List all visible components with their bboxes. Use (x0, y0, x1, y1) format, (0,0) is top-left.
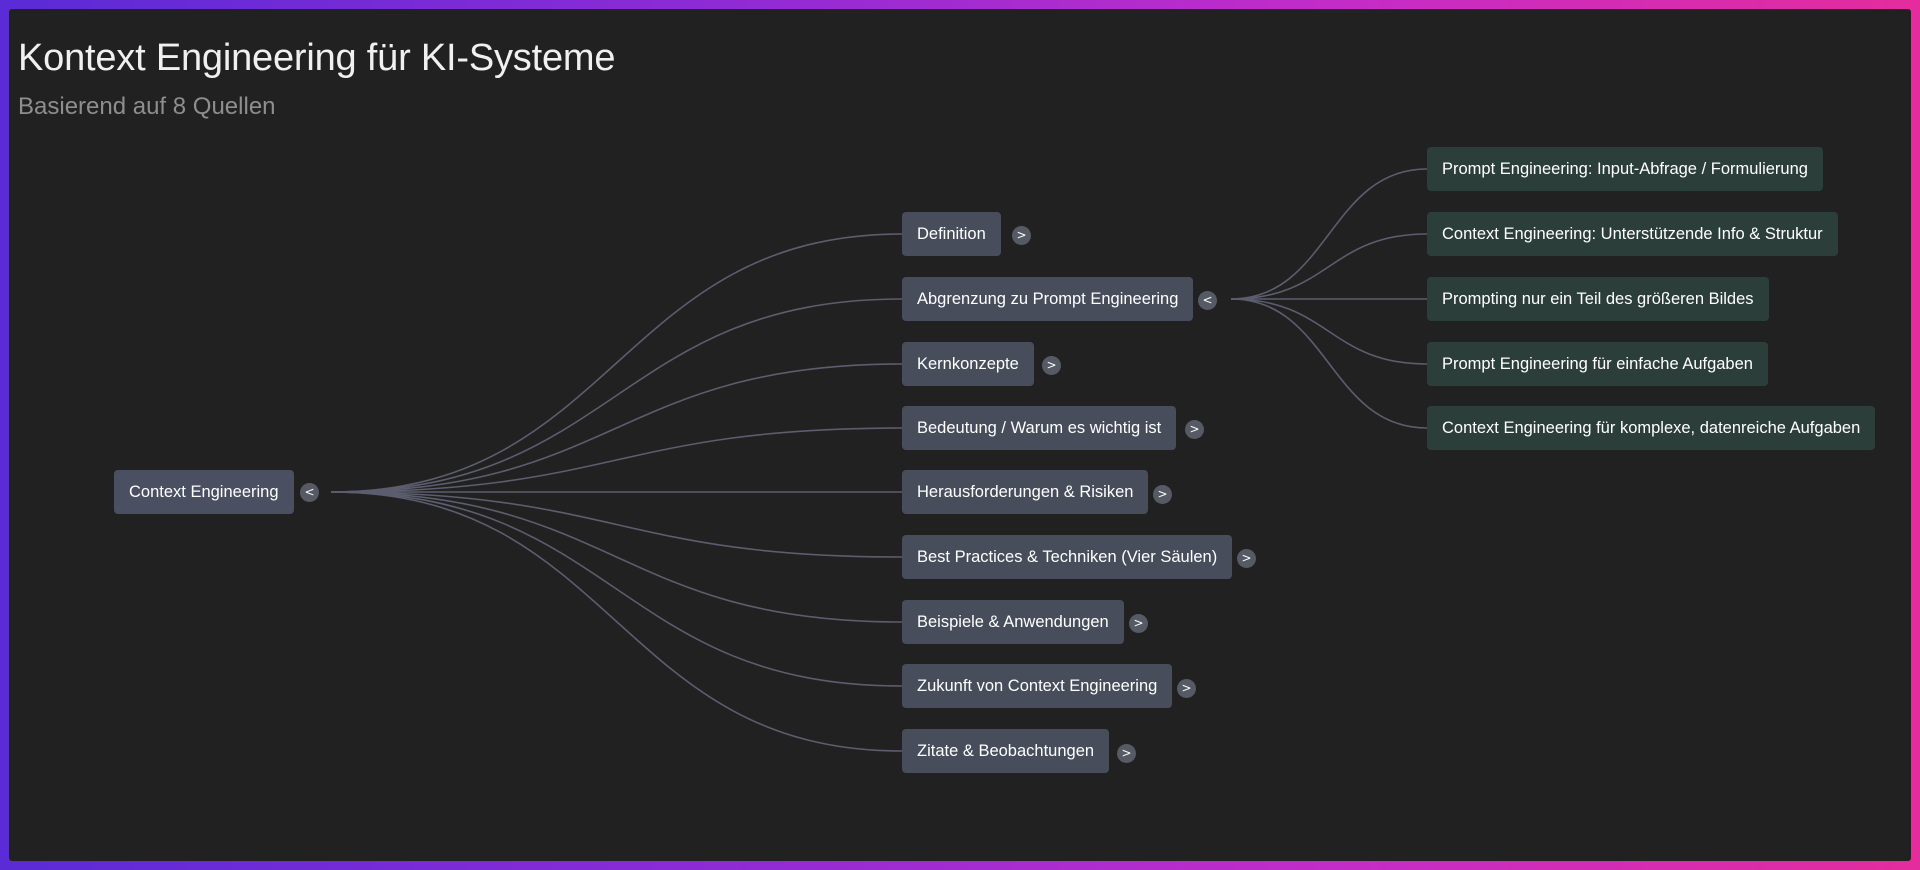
root-collapse-toggle[interactable]: < (300, 483, 319, 502)
branch-abgrenzung[interactable]: Abgrenzung zu Prompt Engineering (902, 277, 1194, 321)
branch-zitate[interactable]: Zitate & Beobachtungen (902, 729, 1110, 773)
mindmap-canvas: Kontext Engineering für KI-Systeme Basie… (9, 9, 1911, 861)
branch-zitate-expand-toggle[interactable]: > (1117, 744, 1136, 763)
leaf-link-0 (1230, 168, 1428, 300)
branch-best-practices-expand-toggle[interactable]: > (1237, 549, 1256, 568)
root-branch-links (330, 233, 903, 752)
leaf-context-engineering-info[interactable]: Context Engineering: Unterstützende Info… (1427, 212, 1838, 256)
root-link-2 (330, 363, 903, 493)
branch-kernkonzepte[interactable]: Kernkonzepte (902, 342, 1034, 386)
page-subtitle: Basierend auf 8 Quellen (18, 93, 276, 120)
branch-beispiele-expand-toggle[interactable]: > (1129, 614, 1148, 633)
branch-herausforderungen[interactable]: Herausforderungen & Risiken (902, 470, 1149, 514)
mindmap-links (330, 168, 1428, 752)
root-link-3 (330, 427, 903, 493)
page-title: Kontext Engineering für KI-Systeme (18, 37, 616, 79)
leaf-link-3 (1230, 298, 1428, 365)
branch-beispiele[interactable]: Beispiele & Anwendungen (902, 600, 1124, 644)
leaf-prompt-engineering-input[interactable]: Prompt Engineering: Input-Abfrage / Form… (1427, 147, 1823, 191)
branch-zukunft[interactable]: Zukunft von Context Engineering (902, 664, 1173, 708)
branch-abgrenzung-collapse-toggle[interactable]: < (1198, 291, 1217, 310)
leaf-prompt-engineering-einfach[interactable]: Prompt Engineering für einfache Aufgaben (1427, 342, 1768, 386)
root-link-1 (330, 298, 903, 493)
branch-zukunft-expand-toggle[interactable]: > (1177, 679, 1196, 698)
branch-bedeutung-expand-toggle[interactable]: > (1185, 420, 1204, 439)
branch-leaf-links (1230, 168, 1428, 429)
branch-herausforderungen-expand-toggle[interactable]: > (1153, 485, 1172, 504)
root-node-context-engineering[interactable]: Context Engineering (114, 470, 294, 514)
branch-kernkonzepte-expand-toggle[interactable]: > (1042, 356, 1061, 375)
branch-definition-expand-toggle[interactable]: > (1012, 226, 1031, 245)
root-link-7 (330, 491, 903, 687)
leaf-link-1 (1230, 233, 1428, 300)
branch-bedeutung[interactable]: Bedeutung / Warum es wichtig ist (902, 406, 1177, 450)
root-link-5 (330, 491, 903, 558)
leaf-link-4 (1230, 298, 1428, 429)
branch-definition[interactable]: Definition (902, 212, 1001, 256)
leaf-context-engineering-komplex[interactable]: Context Engineering für komplexe, datenr… (1427, 406, 1876, 450)
root-link-6 (330, 491, 903, 623)
root-link-8 (330, 491, 903, 752)
root-link-0 (330, 233, 903, 493)
branch-best-practices[interactable]: Best Practices & Techniken (Vier Säulen) (902, 535, 1233, 579)
leaf-prompting-teil[interactable]: Prompting nur ein Teil des größeren Bild… (1427, 277, 1769, 321)
